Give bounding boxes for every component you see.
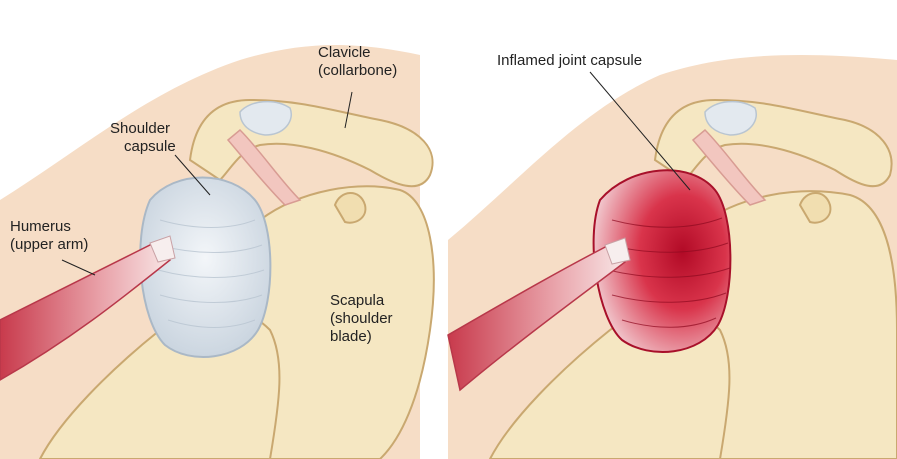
label-scapula-line1: Scapula	[330, 292, 393, 310]
label-clavicle-line1: Clavicle	[318, 44, 397, 62]
label-shoulder-capsule-line1: Shoulder	[110, 120, 176, 138]
label-humerus: Humerus (upper arm)	[10, 218, 88, 254]
label-scapula-line3: blade)	[330, 328, 393, 346]
label-inflamed-joint-capsule: Inflamed joint capsule	[497, 52, 642, 70]
label-clavicle-line2: (collarbone)	[318, 62, 397, 80]
label-scapula-line2: (shoulder	[330, 310, 393, 328]
label-humerus-line2: (upper arm)	[10, 236, 88, 254]
label-scapula: Scapula (shoulder blade)	[330, 292, 393, 346]
right-panel-inflamed-shoulder	[448, 55, 897, 459]
label-shoulder-capsule-line2: capsule	[110, 138, 176, 156]
label-shoulder-capsule: Shoulder capsule	[110, 120, 176, 156]
label-clavicle: Clavicle (collarbone)	[318, 44, 397, 80]
label-humerus-line1: Humerus	[10, 218, 88, 236]
